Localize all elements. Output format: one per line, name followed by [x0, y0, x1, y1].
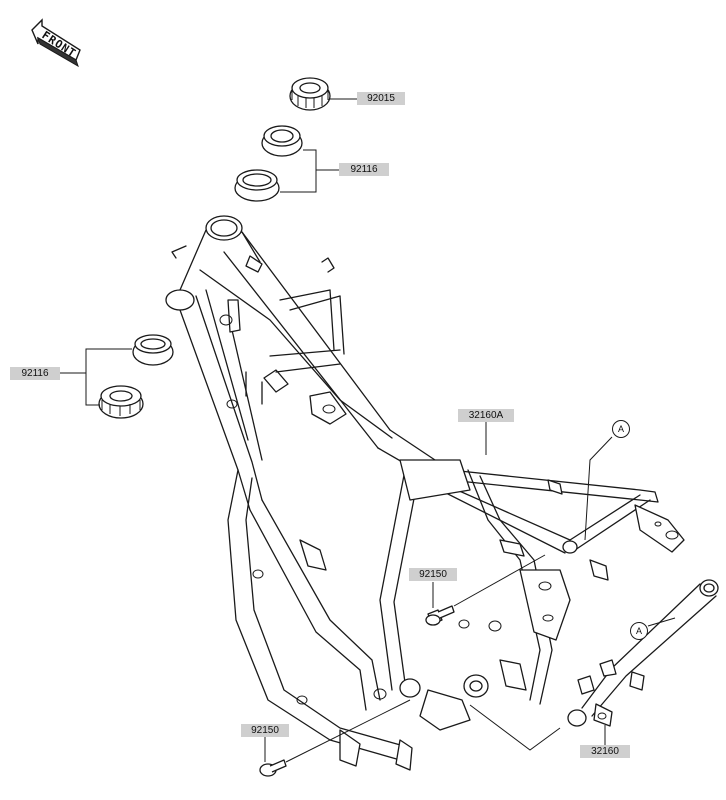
- part-label-92150-mid: 92150: [409, 568, 457, 581]
- upper-bearing-drawing: [234, 125, 303, 202]
- bolt-bottom-drawing: [259, 759, 287, 777]
- part-label-32160A: 32160A: [458, 409, 514, 422]
- bolt-mid-drawing: [425, 605, 455, 626]
- main-frame-drawing: [165, 215, 685, 771]
- lower-bearing-drawing: [98, 334, 174, 419]
- sub-frame-drawing: [567, 579, 719, 727]
- part-label-92015: 92015: [357, 92, 405, 105]
- reference-marker-lower: A: [630, 622, 648, 640]
- part-label-92150-bottom: 92150: [241, 724, 289, 737]
- part-label-92116-left: 92116: [10, 367, 60, 380]
- part-label-92116-top: 92116: [339, 163, 389, 176]
- part-label-32160: 32160: [580, 745, 630, 758]
- reference-marker-upper: A: [612, 420, 630, 438]
- stem-nut-drawing: [289, 77, 331, 111]
- front-arrow-icon: [28, 16, 86, 72]
